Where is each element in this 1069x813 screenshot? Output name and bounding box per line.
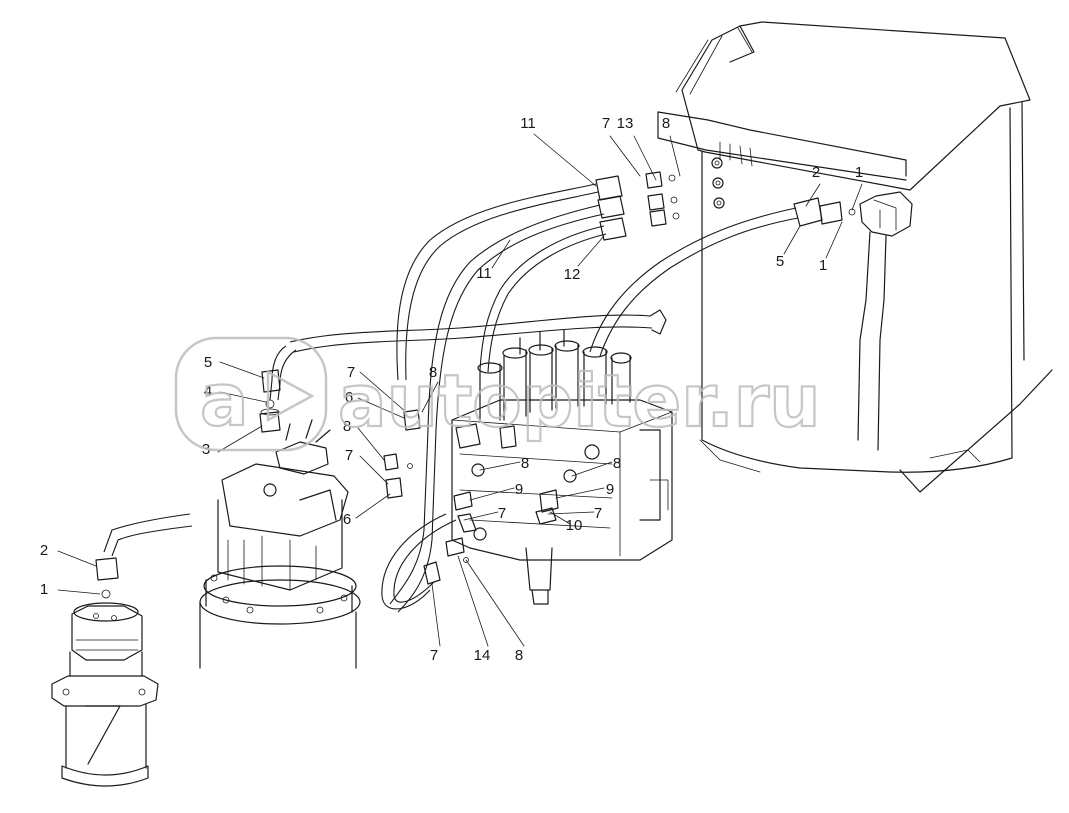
callout-c-8-mid: 8	[429, 364, 437, 381]
callout-c-13-top: 13	[617, 115, 634, 132]
callout-c-10: 10	[566, 517, 583, 534]
watermark-logo-frame	[174, 336, 328, 452]
callout-c-12: 12	[564, 266, 581, 283]
callout-c-7-valve-b: 7	[594, 505, 602, 522]
callout-c-8-bottom: 8	[515, 647, 523, 664]
hoses	[103, 183, 799, 613]
small-motor	[51, 557, 159, 787]
watermark: a autopiter.ru	[174, 336, 822, 452]
callout-c-7-bottom: 7	[430, 647, 438, 664]
valve-fittings	[383, 409, 559, 585]
callout-c-7-valve-a: 7	[498, 505, 506, 522]
arrow-icon	[266, 369, 315, 423]
callout-c-2-motor: 2	[40, 542, 48, 559]
callout-c-2-right: 2	[812, 164, 820, 181]
callout-c-8-left: 8	[343, 418, 351, 435]
callout-c-9-a: 9	[515, 481, 523, 498]
callout-c-6-mid: 6	[345, 389, 353, 406]
callout-c-7-mid: 7	[347, 364, 355, 381]
callout-c-8-valve-b: 8	[613, 455, 621, 472]
swing-motor	[199, 419, 361, 669]
hose-fittings-top	[595, 171, 856, 241]
callout-c-5-right: 5	[776, 253, 784, 270]
callout-c-7-top: 7	[602, 115, 610, 132]
callout-c-9-b: 9	[606, 481, 614, 498]
callout-c-4-left: 4	[204, 383, 212, 400]
callout-c-6-low: 6	[343, 511, 351, 528]
callout-c-14: 14	[474, 647, 491, 664]
callout-c-1-right-top: 1	[855, 164, 863, 181]
callout-c-5-left: 5	[204, 354, 212, 371]
hydraulic-tank	[657, 21, 1053, 493]
callout-c-8-top: 8	[662, 115, 670, 132]
callout-c-11-top: 11	[520, 115, 536, 132]
callout-c-1-right-bot: 1	[819, 257, 827, 274]
callout-c-7-left: 7	[345, 447, 353, 464]
callout-c-8-valve-a: 8	[521, 455, 529, 472]
leader-lines	[57, 133, 863, 647]
control-valve	[451, 329, 673, 605]
watermark-logo-letter: a	[200, 358, 249, 442]
callout-c-1-motor: 1	[40, 581, 48, 598]
callout-c-11-mid: 11	[476, 265, 492, 282]
watermark-text: autopiter.ru	[338, 359, 821, 443]
